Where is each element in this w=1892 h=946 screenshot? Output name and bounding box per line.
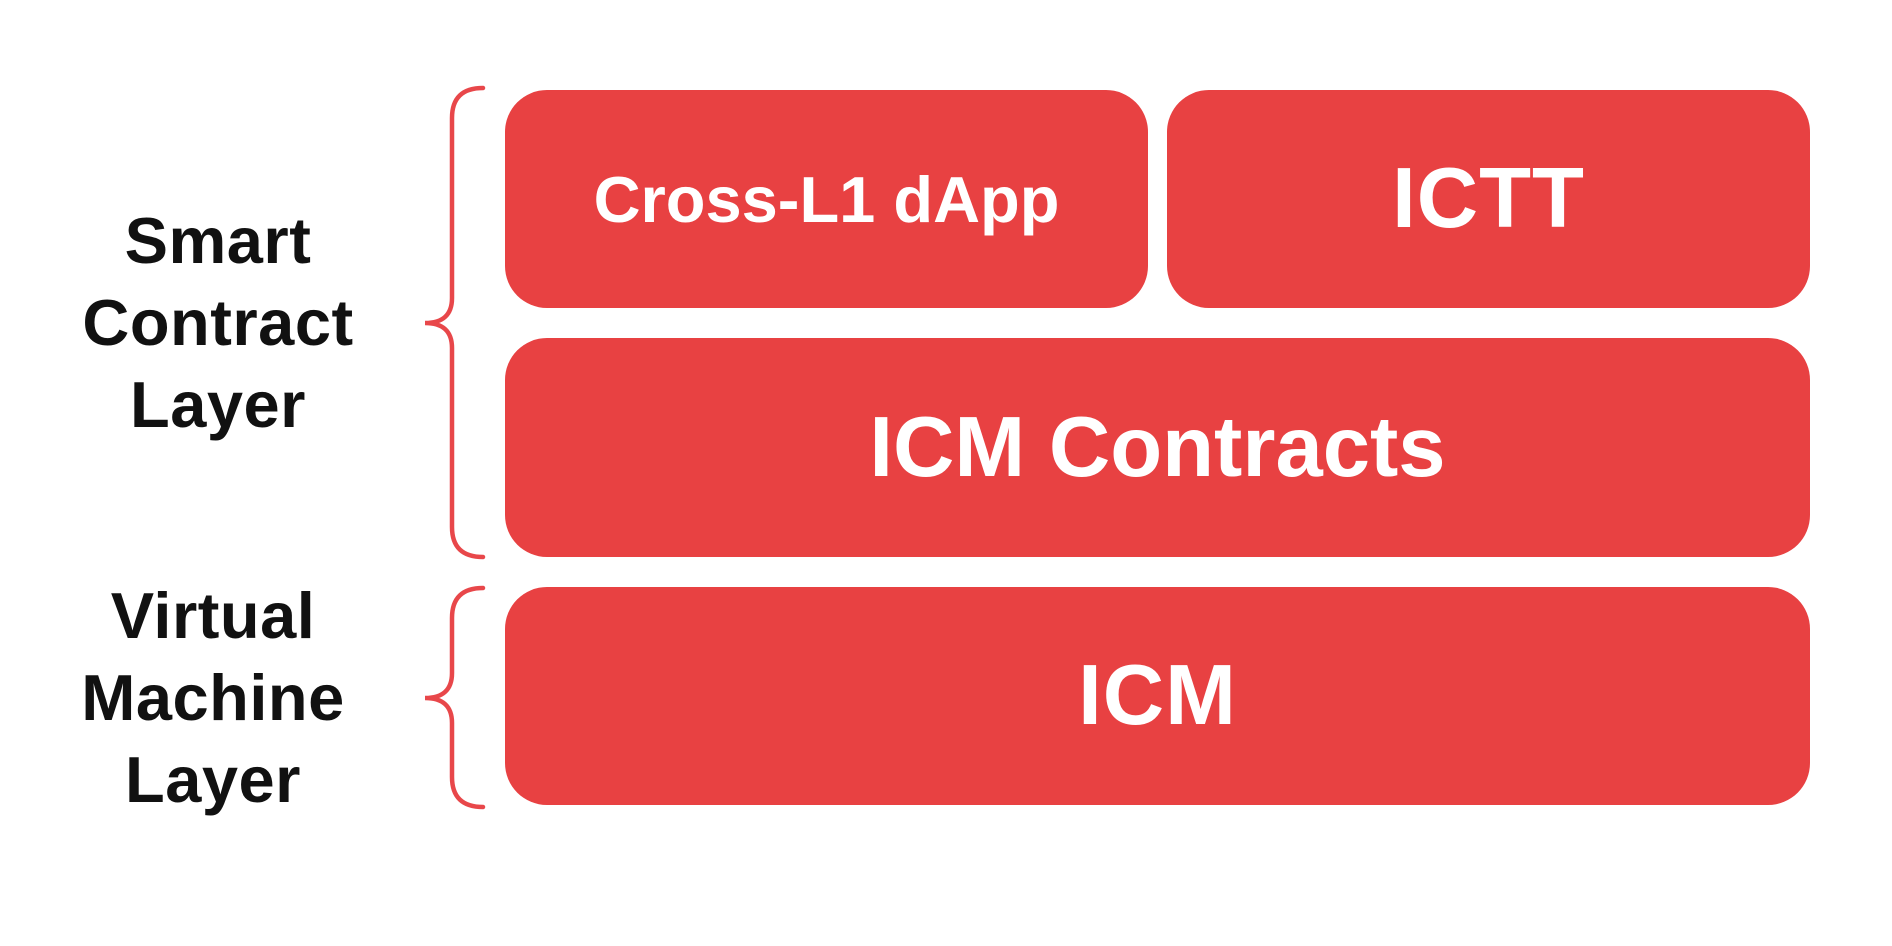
ictt-box-label: ICTT (1392, 151, 1585, 246)
icm-contracts-box: ICM Contracts (505, 338, 1810, 557)
cross-l1-dapp-box-label: Cross-L1 dApp (593, 162, 1060, 236)
icm-contracts-box-label: ICM Contracts (869, 399, 1446, 495)
virtual-machine-layer-line-3: Layer (125, 743, 301, 816)
cross-l1-dapp-box: Cross-L1 dApp (505, 90, 1148, 308)
virtual-machine-curly-brace-icon (424, 585, 486, 810)
icm-box-label: ICM (1078, 648, 1237, 743)
icm-box: ICM (505, 587, 1810, 805)
smart-contract-layer-label: Smart Contract Layer (18, 200, 418, 446)
smart-contract-layer-line-3: Layer (130, 368, 306, 441)
virtual-machine-layer-label: Virtual Machine Layer (13, 575, 413, 821)
virtual-machine-layer-line-2: Machine (81, 661, 345, 734)
smart-contract-layer-line-1: Smart (124, 204, 312, 277)
smart-contract-layer-line-2: Contract (82, 286, 354, 359)
smart-contract-curly-brace-icon (424, 85, 486, 560)
virtual-machine-layer-line-1: Virtual (110, 579, 316, 652)
ictt-box: ICTT (1167, 90, 1810, 308)
